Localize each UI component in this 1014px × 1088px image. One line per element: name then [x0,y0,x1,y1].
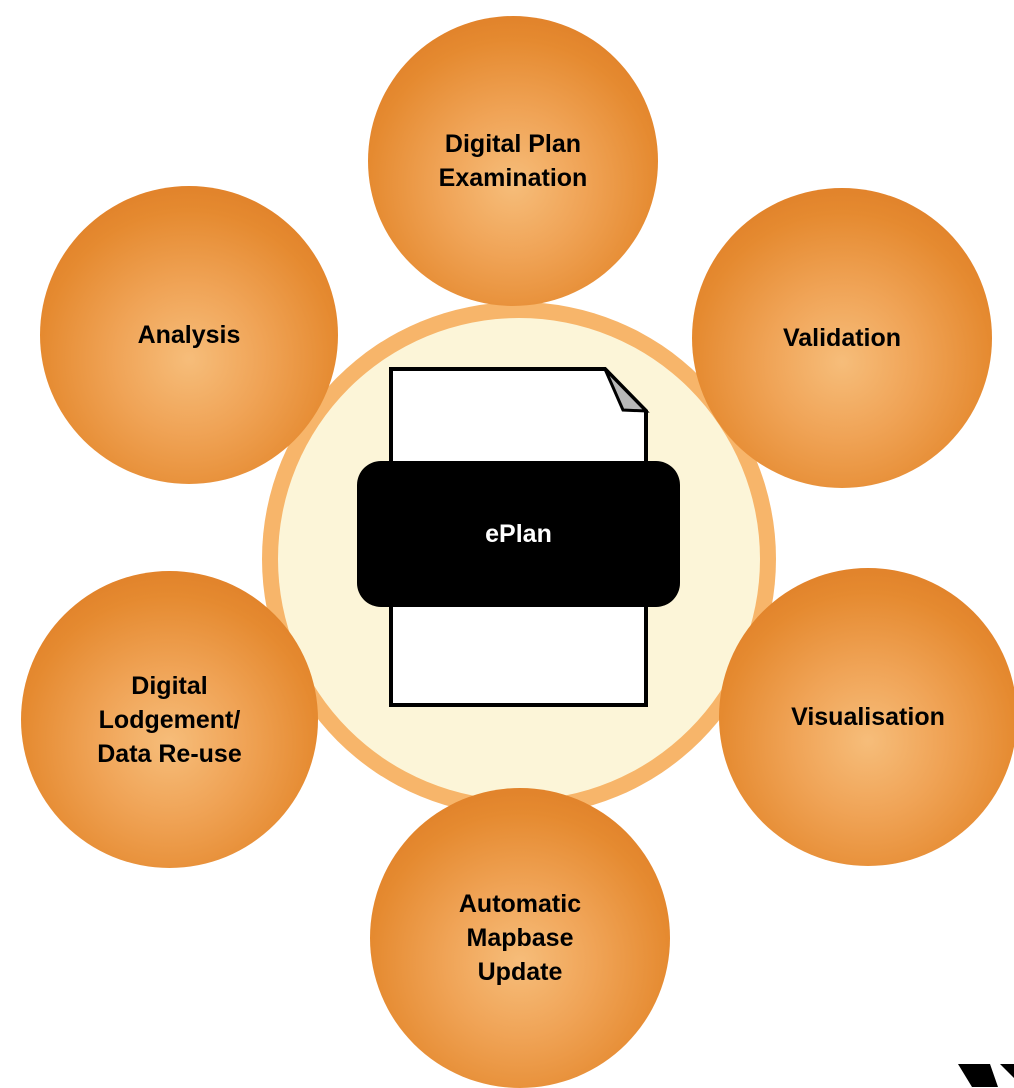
center-label-band: ePlan [357,461,680,607]
node-label: Visualisation [791,703,945,731]
node-label: Validation [782,324,902,352]
node-visualisation: Visualisation [719,568,1014,866]
node-label: Analysis [137,321,241,349]
node-digital-plan-examination: Digital Plan Examination [368,16,658,306]
node-analysis: Analysis [40,186,338,484]
node-digital-lodgement-data-reuse: Digital Lodgement/ Data Re-use [21,571,318,868]
corner-shape [958,1064,1014,1087]
node-automatic-mapbase-update: Automatic Mapbase Update [370,788,670,1088]
node-label: Digital Plan Examination [438,130,588,192]
node-validation: Validation [692,188,992,488]
center-label: ePlan [485,519,552,548]
node-label: Digital Lodgement/ Data Re-use [97,671,242,768]
node-label: Automatic Mapbase Update [458,890,582,986]
